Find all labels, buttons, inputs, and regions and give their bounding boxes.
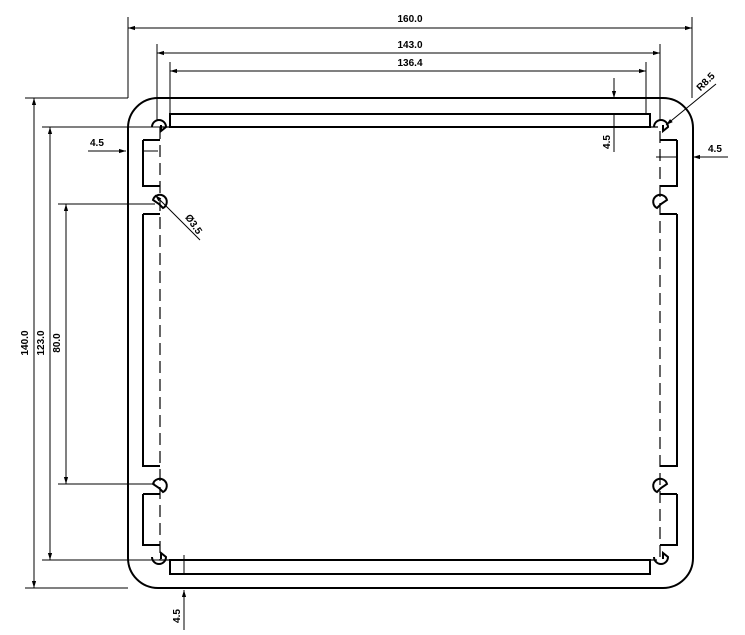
dim-wall-left-group: 4.5 — [88, 138, 158, 154]
dim-corner-radius: R8.5 — [695, 71, 718, 94]
screw-channel-top-left — [151, 119, 168, 134]
screw-channel-top-right — [653, 119, 670, 134]
dim-screw-pitch-width: 143.0 — [397, 40, 422, 51]
screw-channel-right-lower — [652, 477, 669, 494]
dim-wall-right: 4.5 — [708, 144, 722, 155]
left-dimensions: 140.0 123.0 80.0 — [20, 97, 160, 589]
dim-overall-width: 160.0 — [397, 14, 422, 25]
screw-channel-right-upper — [652, 193, 669, 210]
screw-channel-left-lower — [151, 477, 168, 494]
dim-hole-diameter: Ø3.5 — [182, 213, 204, 237]
dim-wall-right-group: 4.5 — [656, 144, 728, 160]
dim-wall-bottom-group: 4.5 — [172, 555, 187, 630]
inner-wall-outline — [142, 113, 678, 575]
outer-profile — [127, 97, 694, 589]
screw-channels — [151, 119, 670, 565]
dim-wall-top-group: 4.5 — [602, 78, 617, 152]
screw-channel-bottom-left — [151, 550, 168, 565]
inner-boundary-dashed — [159, 126, 661, 561]
dim-hole-diameter-group: Ø3.5 — [154, 194, 204, 241]
dim-inner-screw-pitch: 80.0 — [52, 333, 63, 353]
dim-wall-bottom: 4.5 — [172, 609, 183, 623]
top-dimensions: 160.0 143.0 136.4 — [127, 14, 693, 120]
dim-screw-pitch-height: 123.0 — [36, 330, 47, 355]
dim-overall-height: 140.0 — [20, 330, 31, 355]
screw-channel-bottom-right — [653, 550, 670, 565]
dim-wall-top: 4.5 — [602, 135, 613, 149]
dim-wall-left: 4.5 — [90, 138, 104, 149]
dim-inner-width: 136.4 — [397, 58, 422, 69]
